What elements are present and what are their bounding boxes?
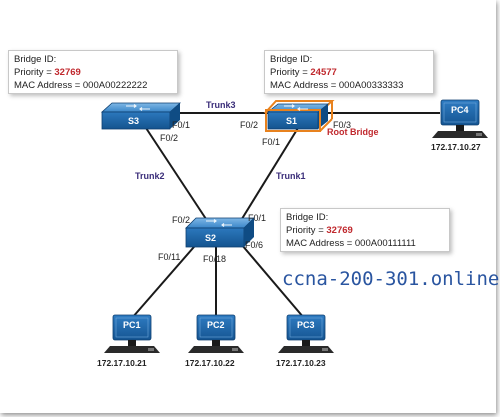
- mac-address: MAC Address = 000A00222222: [14, 80, 148, 91]
- priority-line: Priority = 32769: [286, 224, 444, 237]
- port-s1-f01: F0/1: [262, 137, 281, 147]
- pc4-icon[interactable]: [432, 99, 488, 138]
- switch-s1-label: S1: [286, 116, 298, 126]
- pc3-label: PC3: [297, 320, 315, 330]
- port-s2-f018: F0/18: [203, 254, 227, 264]
- priority-value: 24577: [310, 67, 337, 78]
- pc1-icon[interactable]: [104, 314, 160, 353]
- link-trunk1: [239, 127, 299, 223]
- trunk3-label: Trunk3: [206, 100, 236, 110]
- port-s2-f02: F0/2: [172, 215, 191, 225]
- priority-prefix: Priority =: [270, 67, 311, 78]
- pc2-icon[interactable]: [188, 314, 244, 353]
- port-s1-f02: F0/2: [240, 120, 259, 130]
- bridge-id-label: Bridge ID:: [270, 54, 313, 65]
- priority-line: Priority = 24577: [270, 66, 428, 79]
- priority-line: Priority = 32769: [14, 66, 172, 79]
- priority-value: 32769: [54, 67, 81, 78]
- link-s2-pc1: [131, 239, 201, 319]
- pc1-ip: 172.17.10.21: [97, 358, 147, 368]
- mac-address: MAC Address = 000A00333333: [270, 80, 404, 91]
- root-bridge-label: Root Bridge: [327, 127, 379, 137]
- port-s1-f03: F0/3: [333, 120, 352, 130]
- trunk1-label: Trunk1: [276, 171, 306, 181]
- port-s3-f01: F0/1: [172, 120, 191, 130]
- bridge-id-label: Bridge ID:: [14, 54, 57, 65]
- pc4-ip: 172.17.10.27: [431, 142, 481, 152]
- port-s2-f011: F0/11: [158, 252, 181, 262]
- pc3-ip: 172.17.10.23: [276, 358, 326, 368]
- pc4-label: PC4: [451, 105, 469, 115]
- switch-s3-icon[interactable]: [100, 102, 182, 130]
- watermark: ccna-200-301.online: [282, 268, 500, 290]
- bridge-id-box-s1: Bridge ID: Priority = 24577 MAC Address …: [264, 50, 434, 94]
- bridge-id-box-s3: Bridge ID: Priority = 32769 MAC Address …: [8, 50, 178, 94]
- pc1-label: PC1: [123, 320, 141, 330]
- port-s2-f06: F0/6: [245, 240, 264, 250]
- priority-value: 32769: [326, 225, 353, 236]
- port-s3-f02: F0/2: [160, 133, 179, 143]
- pc2-ip: 172.17.10.22: [185, 358, 235, 368]
- switch-s2-icon[interactable]: [185, 217, 255, 248]
- priority-prefix: Priority =: [14, 67, 55, 78]
- trunk2-label: Trunk2: [135, 171, 165, 181]
- port-s2-f01: F0/1: [248, 213, 267, 223]
- link-s2-pc3: [235, 237, 305, 319]
- switch-s1-icon[interactable]: [263, 100, 335, 132]
- mac-address: MAC Address = 000A00111111: [286, 238, 416, 249]
- bridge-id-box-s2: Bridge ID: Priority = 32769 MAC Address …: [280, 208, 450, 252]
- switch-s2-label: S2: [205, 233, 217, 243]
- priority-prefix: Priority =: [286, 225, 327, 236]
- pc2-label: PC2: [207, 320, 225, 330]
- link-trunk2: [145, 127, 209, 223]
- switch-s3-label: S3: [128, 116, 140, 126]
- pc3-icon[interactable]: [278, 314, 334, 353]
- bridge-id-label: Bridge ID:: [286, 212, 329, 223]
